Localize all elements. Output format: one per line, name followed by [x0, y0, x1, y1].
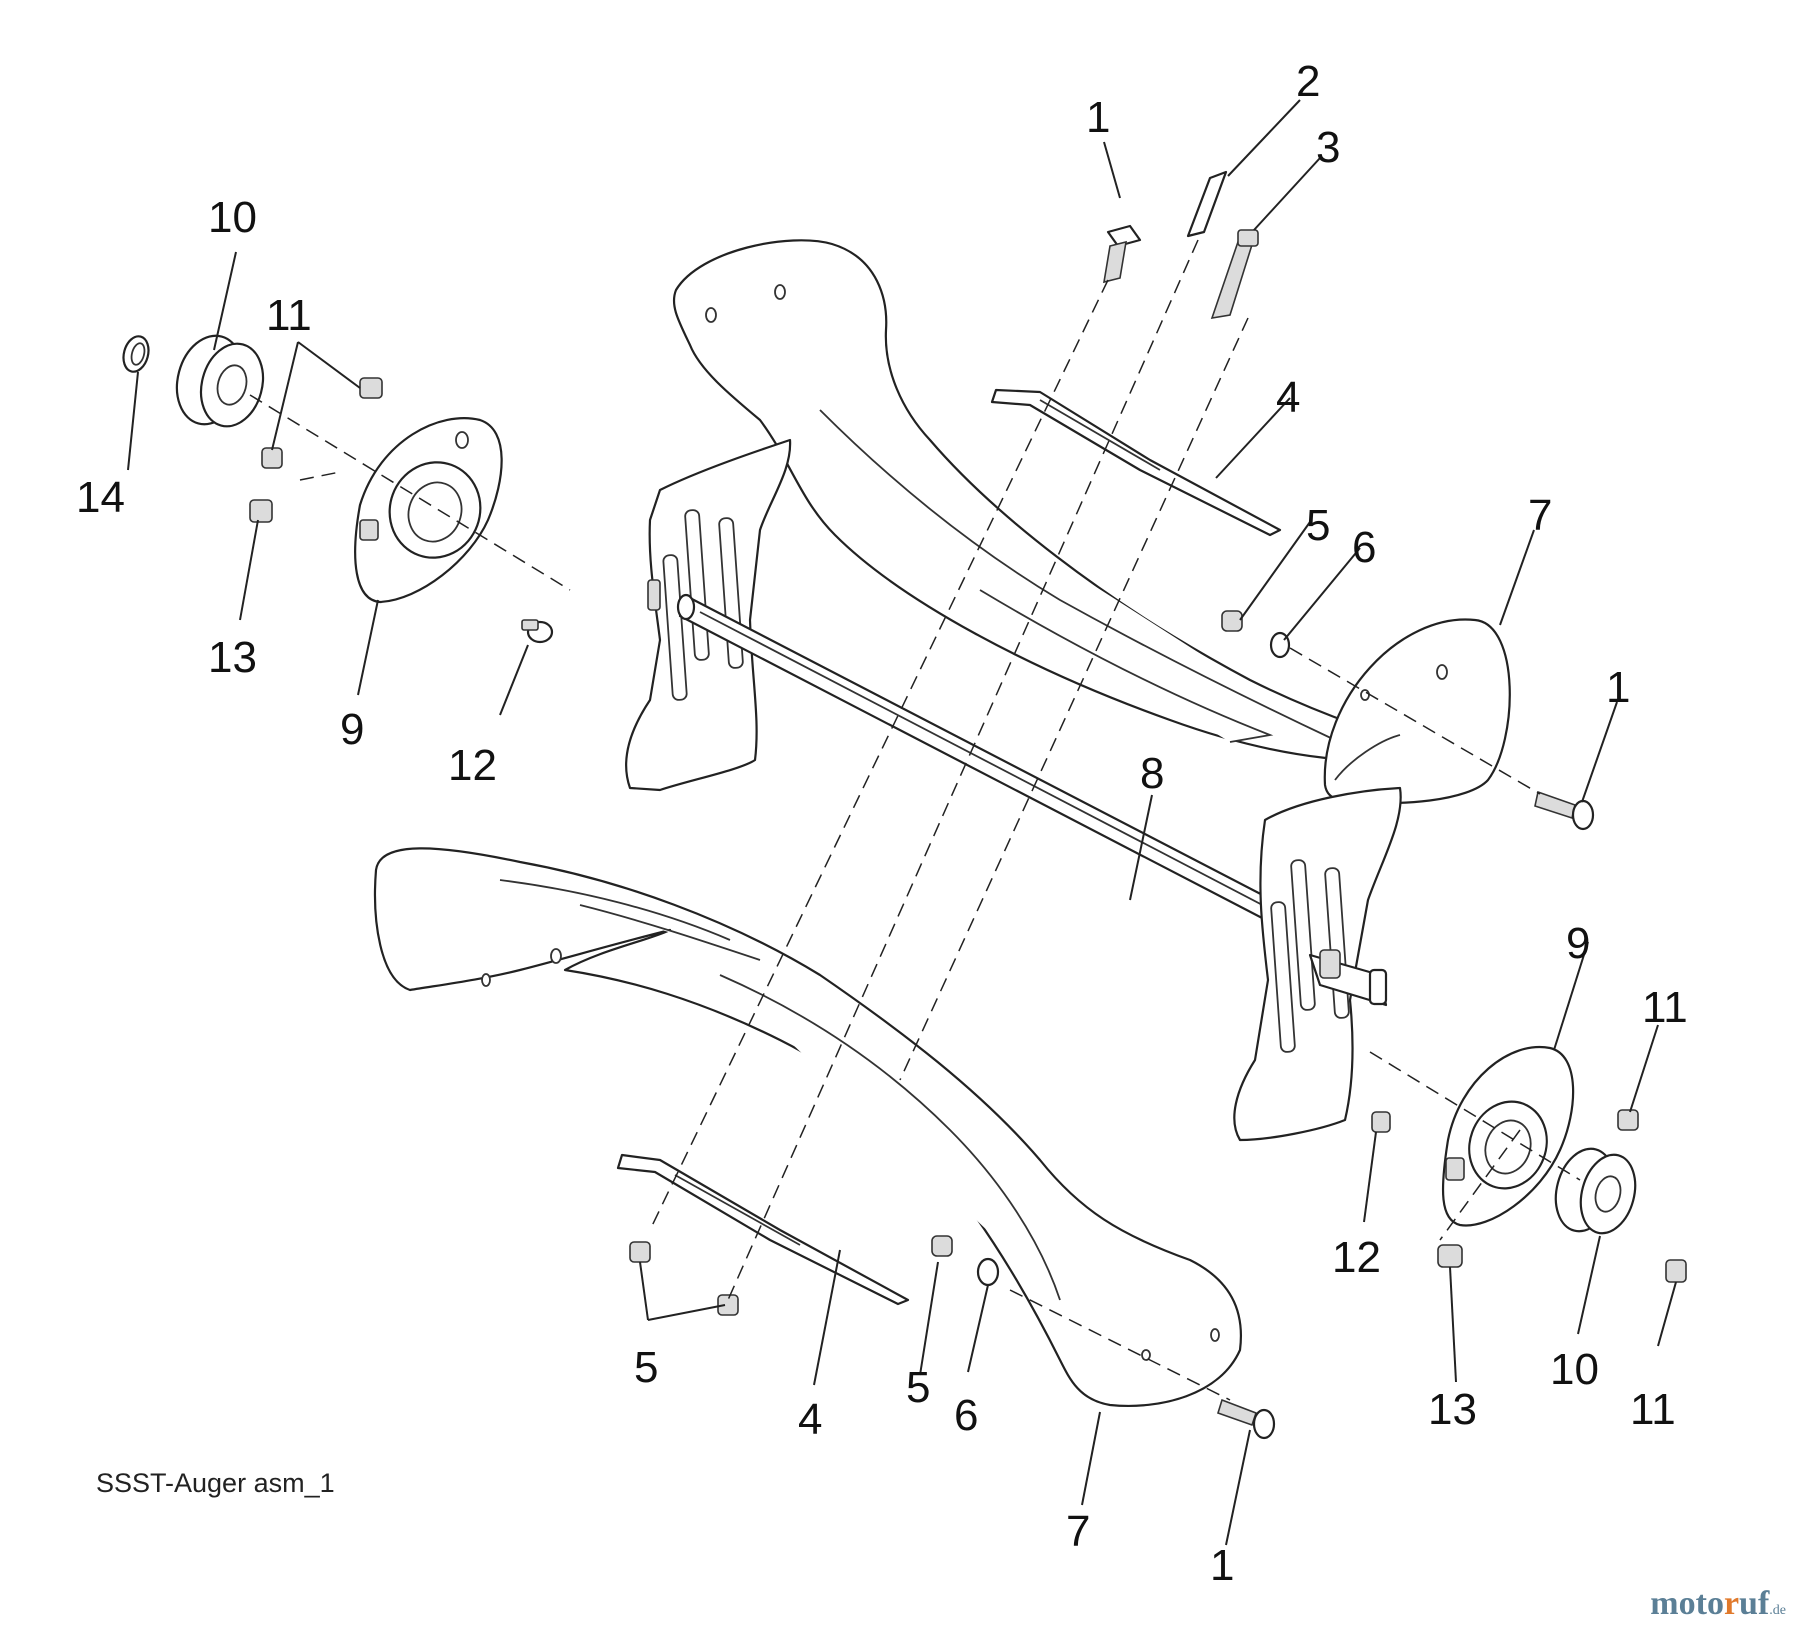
- assembly-centerlines: [249, 239, 1581, 1401]
- watermark-tld: .de: [1769, 1603, 1786, 1618]
- callout-1-bottom: 1: [1210, 1541, 1234, 1590]
- callout-7-upper: 7: [1528, 491, 1552, 540]
- callout-9-right: 9: [1566, 919, 1590, 968]
- callout-12-right: 12: [1332, 1233, 1381, 1282]
- callout-8: 8: [1140, 749, 1164, 798]
- right-impeller-plate: [1233, 786, 1402, 1142]
- callout-6-upper: 6: [1352, 523, 1376, 572]
- callout-13-right: 13: [1428, 1385, 1477, 1434]
- right-bearing: [1554, 1147, 1637, 1235]
- bottom-carriage-bolt: [1217, 1398, 1276, 1440]
- callout-10-right: 10: [1550, 1345, 1599, 1394]
- motoruf-watermark-logo: motoruf.de: [1650, 1585, 1786, 1623]
- callout-numbers: 1 2 3 4 5 6 7 1 8 10 11 14 13 9 12 9 11 …: [76, 57, 1688, 1590]
- callout-4-upper: 4: [1276, 373, 1300, 422]
- callout-14: 14: [76, 473, 125, 522]
- callout-12-left: 12: [448, 741, 497, 790]
- callout-10-left: 10: [208, 193, 257, 242]
- right-hardware: [1371, 1109, 1687, 1283]
- callout-4-lower: 4: [798, 1395, 822, 1444]
- callout-13-left: 13: [208, 633, 257, 682]
- callout-11-right-bottom: 11: [1630, 1385, 1676, 1434]
- callout-7-lower: 7: [1066, 1507, 1090, 1556]
- drawing-code-label: SSST-Auger asm_1: [96, 1468, 335, 1498]
- callout-2: 2: [1296, 57, 1320, 106]
- callout-9-left: 9: [340, 705, 364, 754]
- callout-1-top: 1: [1086, 93, 1110, 142]
- lower-shear-plate: [616, 1153, 910, 1306]
- callout-5-lower: 5: [906, 1363, 930, 1412]
- watermark-text-tail: uf: [1739, 1585, 1770, 1622]
- right-blade-end: [1323, 618, 1511, 805]
- left-bearing: [175, 334, 265, 428]
- callout-3: 3: [1316, 123, 1340, 172]
- watermark-text-main: moto: [1650, 1585, 1724, 1622]
- left-snap-ring: [122, 335, 150, 373]
- callout-5-lower-left: 5: [634, 1343, 658, 1392]
- callout-11-right-top: 11: [1642, 983, 1688, 1032]
- leader-lines: [127, 99, 1677, 1546]
- callout-1-right: 1: [1606, 663, 1630, 712]
- watermark-text-accent: r: [1723, 1585, 1740, 1622]
- callout-5-upper: 5: [1306, 501, 1330, 550]
- left-hardware: [249, 377, 554, 644]
- top-bolts: [1103, 170, 1259, 320]
- lower-auger-blade: [373, 847, 1242, 1407]
- callout-11-left: 11: [266, 291, 312, 340]
- upper-shear-plate: [990, 388, 1282, 537]
- right-carriage-bolt: [1534, 790, 1595, 831]
- left-bearing-housing: [354, 417, 503, 604]
- callout-6-lower: 6: [954, 1391, 978, 1440]
